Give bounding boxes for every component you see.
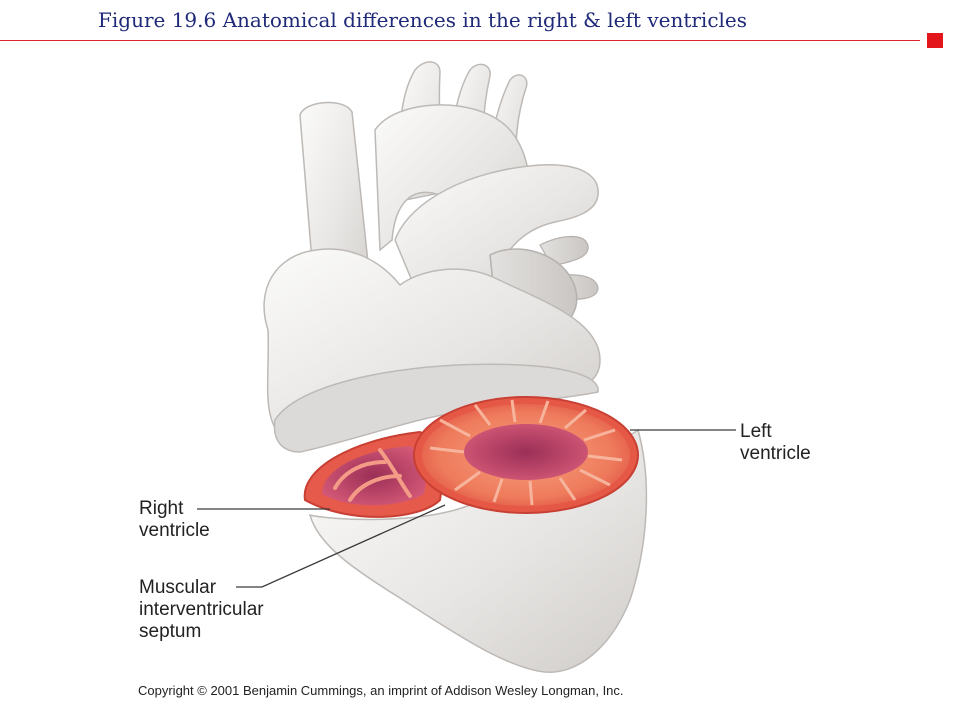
- septum-label-line1: Muscular: [139, 577, 217, 598]
- right-ventricle-section: [303, 430, 443, 518]
- title-divider: [0, 40, 920, 41]
- septum-label-line3: septum: [139, 621, 202, 642]
- right-ventricle-label-line2: ventricle: [139, 520, 210, 541]
- copyright-notice: Copyright © 2001 Benjamin Cummings, an i…: [138, 683, 624, 698]
- septum-leader: [236, 504, 446, 588]
- ventricle-base: [273, 363, 599, 453]
- pulmonary-trunk: [394, 164, 599, 301]
- septum-label: Muscular interventricular septum: [139, 577, 264, 643]
- leader-lines: [197, 429, 736, 588]
- right-ventricle-label-line1: Right: [139, 498, 184, 519]
- accent-square: [927, 33, 943, 48]
- left-ventricle-label-line2: ventricle: [740, 443, 811, 464]
- left-ventricle-label-line1: Left: [740, 421, 772, 442]
- left-ventricle-section: [413, 396, 639, 514]
- right-ventricle-label: Right ventricle: [139, 498, 210, 542]
- left-ventricle-label: Left ventricle: [740, 421, 811, 465]
- septum-label-line2: interventricular: [139, 599, 264, 620]
- slide-title: Figure 19.6 Anatomical differences in th…: [98, 8, 748, 32]
